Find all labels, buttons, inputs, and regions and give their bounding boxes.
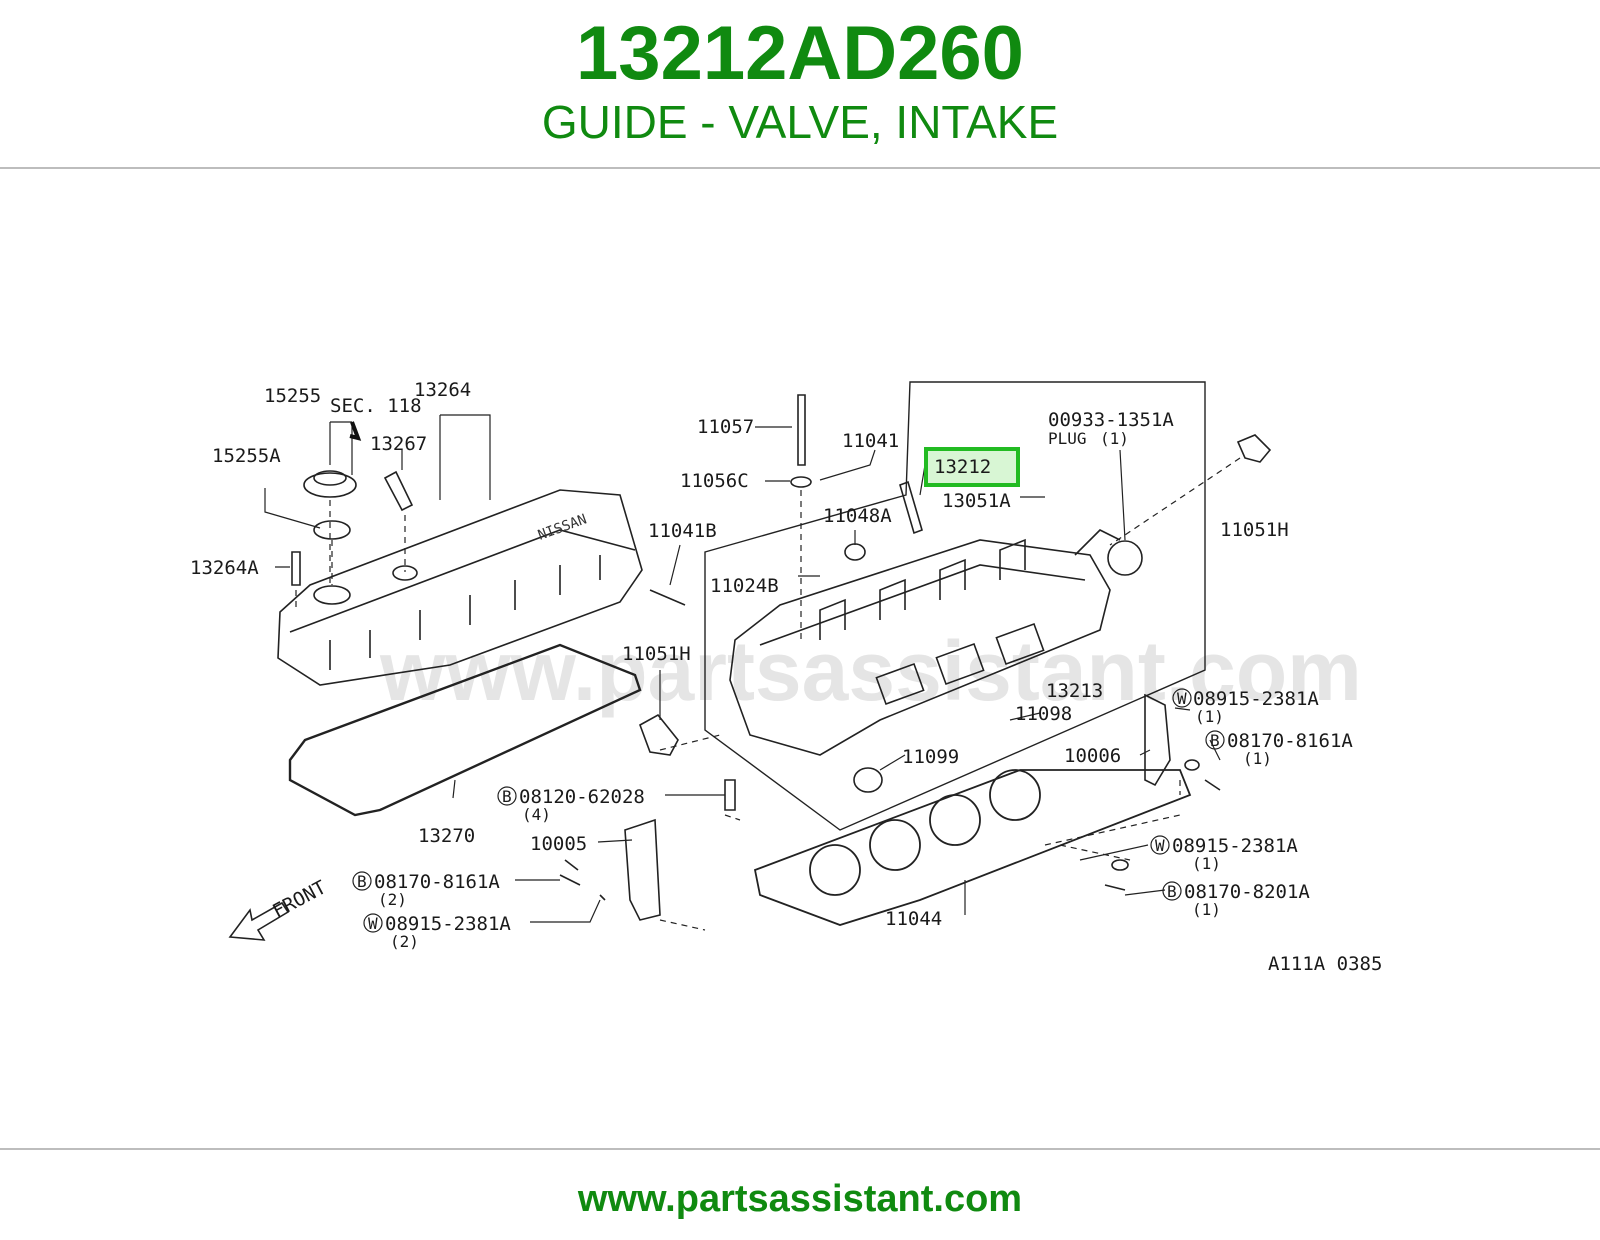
callout-08915-l-qty: (2) — [390, 932, 419, 951]
cover-bolt-drawing — [291, 551, 301, 586]
callout-08120-62028: 08120-62028 — [519, 786, 645, 808]
washer-symbol-icon — [1150, 835, 1170, 855]
prefix-b-l: B — [357, 872, 367, 891]
callout-08170-l: 08170-8161A — [374, 871, 500, 893]
callout-08170-r1-qty: (1) — [1243, 749, 1272, 768]
highlighted-part-box[interactable] — [924, 447, 1020, 487]
callout-13264: 13264 — [414, 379, 471, 401]
prefix-w-r1: W — [1177, 689, 1187, 708]
callout-08915-r1-qty: (1) — [1195, 707, 1224, 726]
callout-08170-r1: 08170-8161A — [1227, 730, 1353, 752]
callout-08915-r1: 08915-2381A — [1193, 688, 1319, 710]
bolt-symbol-icon — [497, 786, 517, 806]
drawing-id: A111A 0385 — [1268, 953, 1382, 975]
head-gasket-drawing — [753, 769, 1192, 926]
callout-11051h-left: 11051H — [622, 643, 691, 665]
callout-08915-r2: 08915-2381A — [1172, 835, 1298, 857]
callout-13212[interactable]: 13212 — [934, 456, 991, 478]
bracket-10005-drawing — [624, 818, 661, 921]
cover-gasket-drawing — [288, 643, 642, 817]
filler-cap-drawing — [303, 470, 357, 540]
callout-13270: 13270 — [418, 825, 475, 847]
callout-10005: 10005 — [530, 833, 587, 855]
bolt-symbol-icon — [352, 871, 372, 891]
callout-11051h-top: 11051H — [1220, 519, 1289, 541]
callout-08170-r2-qty: (1) — [1192, 900, 1221, 919]
parts-diagram-svg: www.partsassistant.com NISSAN — [190, 379, 1382, 975]
pcv-valve-drawing — [383, 470, 414, 512]
page-header: 13212AD260 GUIDE - VALVE, INTAKE — [0, 0, 1600, 168]
subassembly-outline — [704, 381, 1206, 831]
callout-11099: 11099 — [902, 746, 959, 768]
bolt-symbol-icon — [1162, 881, 1182, 901]
callout-11041b: 11041B — [648, 520, 717, 542]
bracket-10006-drawing — [1144, 693, 1171, 787]
prefix-w-r2: W — [1155, 836, 1165, 855]
part-number-title: 13212AD260 — [576, 11, 1024, 96]
bolt-symbol-icon — [1205, 730, 1225, 750]
cylinder-head-drawing — [729, 529, 1121, 793]
callout-08120-qty: (4) — [522, 805, 551, 824]
callout-11041: 11041 — [842, 430, 899, 452]
callout-13267: 13267 — [370, 433, 427, 455]
prefix-w-l: W — [368, 914, 378, 933]
plug-drawing — [1107, 540, 1143, 576]
footer-site-link[interactable]: www.partsassistant.com — [577, 1178, 1023, 1220]
callout-13213: 13213 — [1046, 680, 1103, 702]
callout-08915-l: 08915-2381A — [385, 913, 511, 935]
prefix-b-08120: B — [502, 787, 512, 806]
callout-15255: 15255 — [264, 385, 321, 407]
header-divider — [0, 167, 1600, 169]
washer-symbol-icon — [1172, 688, 1192, 708]
prefix-b-r2: B — [1167, 882, 1177, 901]
callout-11098: 11098 — [1015, 703, 1072, 725]
callout-plug: PLUG — [1048, 429, 1087, 448]
cap-11051h-top-drawing — [1236, 434, 1272, 463]
svg-text:NISSAN: NISSAN — [536, 511, 589, 543]
callout-11056c: 11056C — [680, 470, 749, 492]
callout-sec-118[interactable]: SEC. 118 — [330, 395, 422, 417]
callout-13264a: 13264A — [190, 557, 259, 579]
callout-11057: 11057 — [697, 416, 754, 438]
callout-13051a: 13051A — [942, 490, 1011, 512]
front-label: FRONT — [269, 876, 330, 922]
callout-00933-1351a: 00933-1351A — [1048, 409, 1174, 431]
callout-08170-r2: 08170-8201A — [1184, 881, 1310, 903]
callout-08170-l-qty: (2) — [378, 890, 407, 909]
footer-divider — [0, 1148, 1600, 1150]
washer-symbol-icon — [363, 913, 383, 933]
callout-plug-qty: (1) — [1100, 429, 1129, 448]
parts-diagram: www.partsassistant.com NISSAN — [180, 340, 1420, 1010]
cap-11051h-left-drawing — [639, 713, 679, 756]
valve-guide-drawing — [899, 480, 923, 535]
callout-11024b: 11024B — [710, 575, 779, 597]
callout-11048a: 11048A — [823, 505, 892, 527]
fastener-drawings — [559, 394, 1221, 901]
callout-10006: 10006 — [1064, 745, 1121, 767]
prefix-b-r1: B — [1210, 731, 1220, 750]
callout-08915-r2-qty: (1) — [1192, 854, 1221, 873]
watermark-text: www.partsassistant.com — [379, 624, 1362, 718]
callout-15255a: 15255A — [212, 445, 281, 467]
sec-arrow-icon — [349, 421, 362, 441]
callout-11044: 11044 — [885, 908, 942, 930]
leader-lines — [264, 414, 1241, 931]
part-description: GUIDE - VALVE, INTAKE — [541, 96, 1059, 148]
front-arrow-icon — [228, 901, 290, 941]
